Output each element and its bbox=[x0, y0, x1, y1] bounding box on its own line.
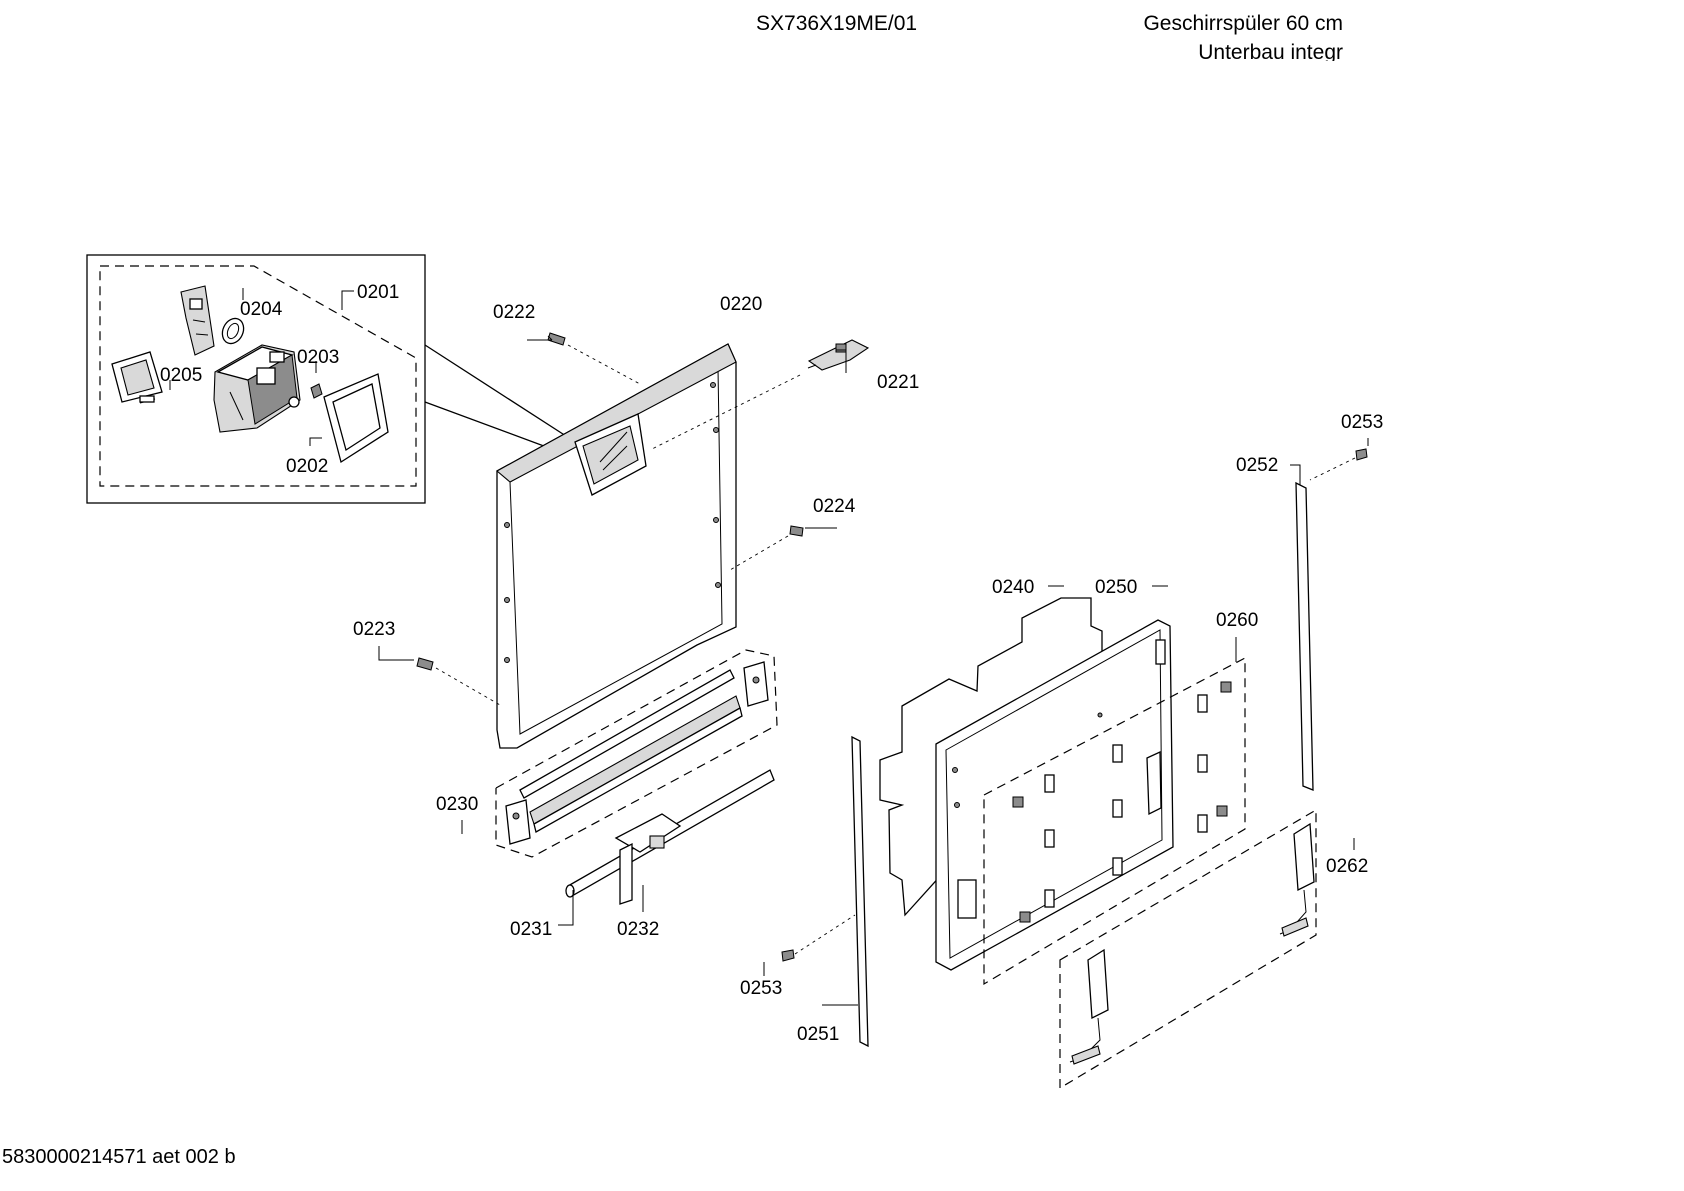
label-0230: 0230 bbox=[436, 794, 478, 815]
label-0262: 0262 bbox=[1326, 856, 1368, 877]
label-0232: 0232 bbox=[617, 919, 659, 940]
label-0224: 0224 bbox=[813, 496, 856, 517]
part-0223-screw bbox=[416, 657, 434, 671]
label-0250: 0250 bbox=[1095, 577, 1137, 598]
part-0201-module bbox=[213, 344, 301, 433]
part-0220-door-inner bbox=[496, 343, 737, 749]
part-0204-ring bbox=[221, 317, 245, 345]
part-0252-strip bbox=[1295, 481, 1314, 791]
label-0253-upper: 0253 bbox=[1341, 412, 1383, 433]
label-0204: 0204 bbox=[240, 299, 283, 320]
part-0202-frame bbox=[323, 373, 389, 464]
label-0221: 0221 bbox=[877, 372, 919, 393]
product-subtitle: Unterbau integr bbox=[1198, 41, 1343, 61]
label-0203: 0203 bbox=[297, 347, 339, 368]
part-0250-door-outer bbox=[935, 619, 1174, 971]
label-0253-lower: 0253 bbox=[740, 978, 782, 999]
detail-inset bbox=[86, 254, 567, 504]
label-0222: 0222 bbox=[493, 302, 535, 323]
part-0251-strip bbox=[851, 735, 869, 1048]
part-0253-screw-upper bbox=[1355, 448, 1368, 461]
label-0205: 0205 bbox=[160, 365, 202, 386]
part-0260-plate bbox=[983, 657, 1246, 986]
part-0232-bracket bbox=[614, 813, 682, 905]
leader-lines bbox=[169, 288, 1369, 1006]
label-0252: 0252 bbox=[1236, 455, 1278, 476]
part-labels: 0201 0204 0203 0205 0202 0222 0220 0221 … bbox=[160, 282, 1383, 1045]
label-0223: 0223 bbox=[353, 619, 395, 640]
product-title: Geschirrspüler 60 cm bbox=[1143, 12, 1343, 35]
label-0201: 0201 bbox=[357, 282, 399, 303]
part-0221-hinge bbox=[807, 339, 870, 371]
label-0260: 0260 bbox=[1216, 610, 1258, 631]
label-0202: 0202 bbox=[286, 456, 328, 477]
document-id: 5830000214571 aet 002 b bbox=[2, 1146, 236, 1168]
part-0204-bracket bbox=[180, 285, 215, 356]
label-0240: 0240 bbox=[992, 577, 1034, 598]
part-0262-brackets bbox=[1059, 808, 1317, 1090]
label-0220: 0220 bbox=[720, 294, 762, 315]
part-0230-rail-assembly bbox=[495, 649, 778, 858]
part-0222-screw bbox=[547, 332, 566, 346]
part-0253-screw-lower bbox=[781, 949, 795, 962]
part-0205-cover bbox=[111, 351, 163, 404]
part-0224-screw bbox=[789, 525, 804, 537]
label-0231: 0231 bbox=[510, 919, 552, 940]
model-number: SX736X19ME/01 bbox=[756, 12, 918, 35]
part-0203-screw bbox=[310, 383, 323, 399]
label-0251: 0251 bbox=[797, 1024, 839, 1045]
